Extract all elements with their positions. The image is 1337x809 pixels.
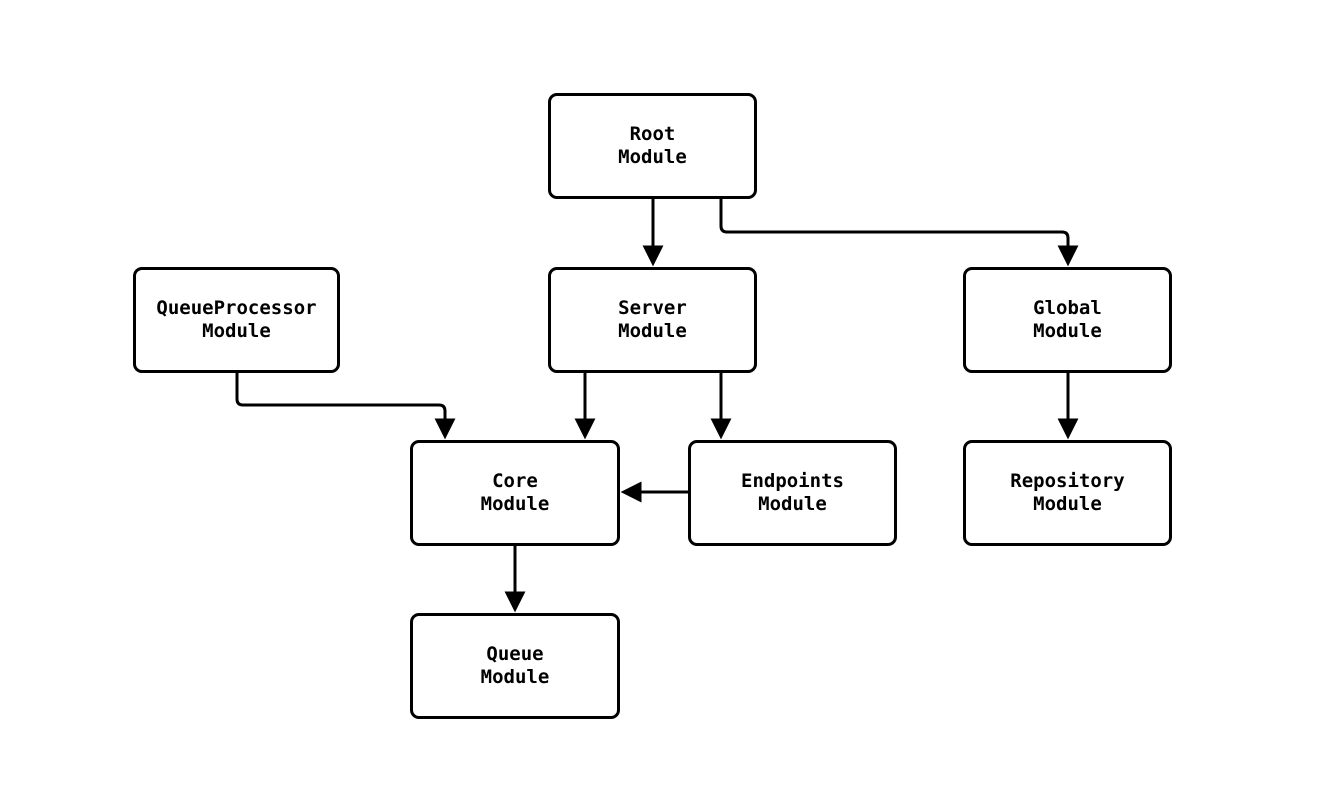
node-label-line2: Module bbox=[618, 146, 687, 168]
node-server-module: Server Module bbox=[548, 267, 757, 373]
edge-queueprocessor-to-core-arrow bbox=[235, 373, 456, 440]
node-label-line1: Core bbox=[492, 470, 538, 492]
node-repository-module: Repository Module bbox=[963, 440, 1172, 546]
node-label-line1: Global bbox=[1033, 297, 1102, 319]
node-label-line2: Module bbox=[1033, 320, 1102, 342]
edge-root-to-global-arrow bbox=[719, 199, 1079, 267]
node-queueprocessor-module: QueueProcessor Module bbox=[133, 267, 340, 373]
node-label-line2: Module bbox=[480, 493, 550, 515]
node-label-line2: Module bbox=[202, 320, 271, 342]
node-queue-module: Queue Module bbox=[410, 613, 620, 719]
node-label-line1: Repository bbox=[1010, 470, 1125, 492]
node-label-line1: Queue bbox=[486, 643, 544, 665]
node-label-line1: QueueProcessor bbox=[156, 297, 317, 319]
node-label-line2: Module bbox=[480, 666, 550, 688]
node-root-module: Root Module bbox=[548, 93, 757, 199]
node-global-module: Global Module bbox=[963, 267, 1172, 373]
node-label-line2: Module bbox=[1033, 493, 1102, 515]
node-endpoints-module: Endpoints Module bbox=[688, 440, 897, 546]
node-label-line1: Endpoints bbox=[741, 470, 844, 492]
node-label-line1: Server bbox=[618, 297, 687, 319]
node-label-line1: Root bbox=[629, 123, 676, 145]
node-label-line2: Module bbox=[758, 493, 827, 515]
node-core-module: Core Module bbox=[410, 440, 620, 546]
node-label-line2: Module bbox=[618, 320, 687, 342]
